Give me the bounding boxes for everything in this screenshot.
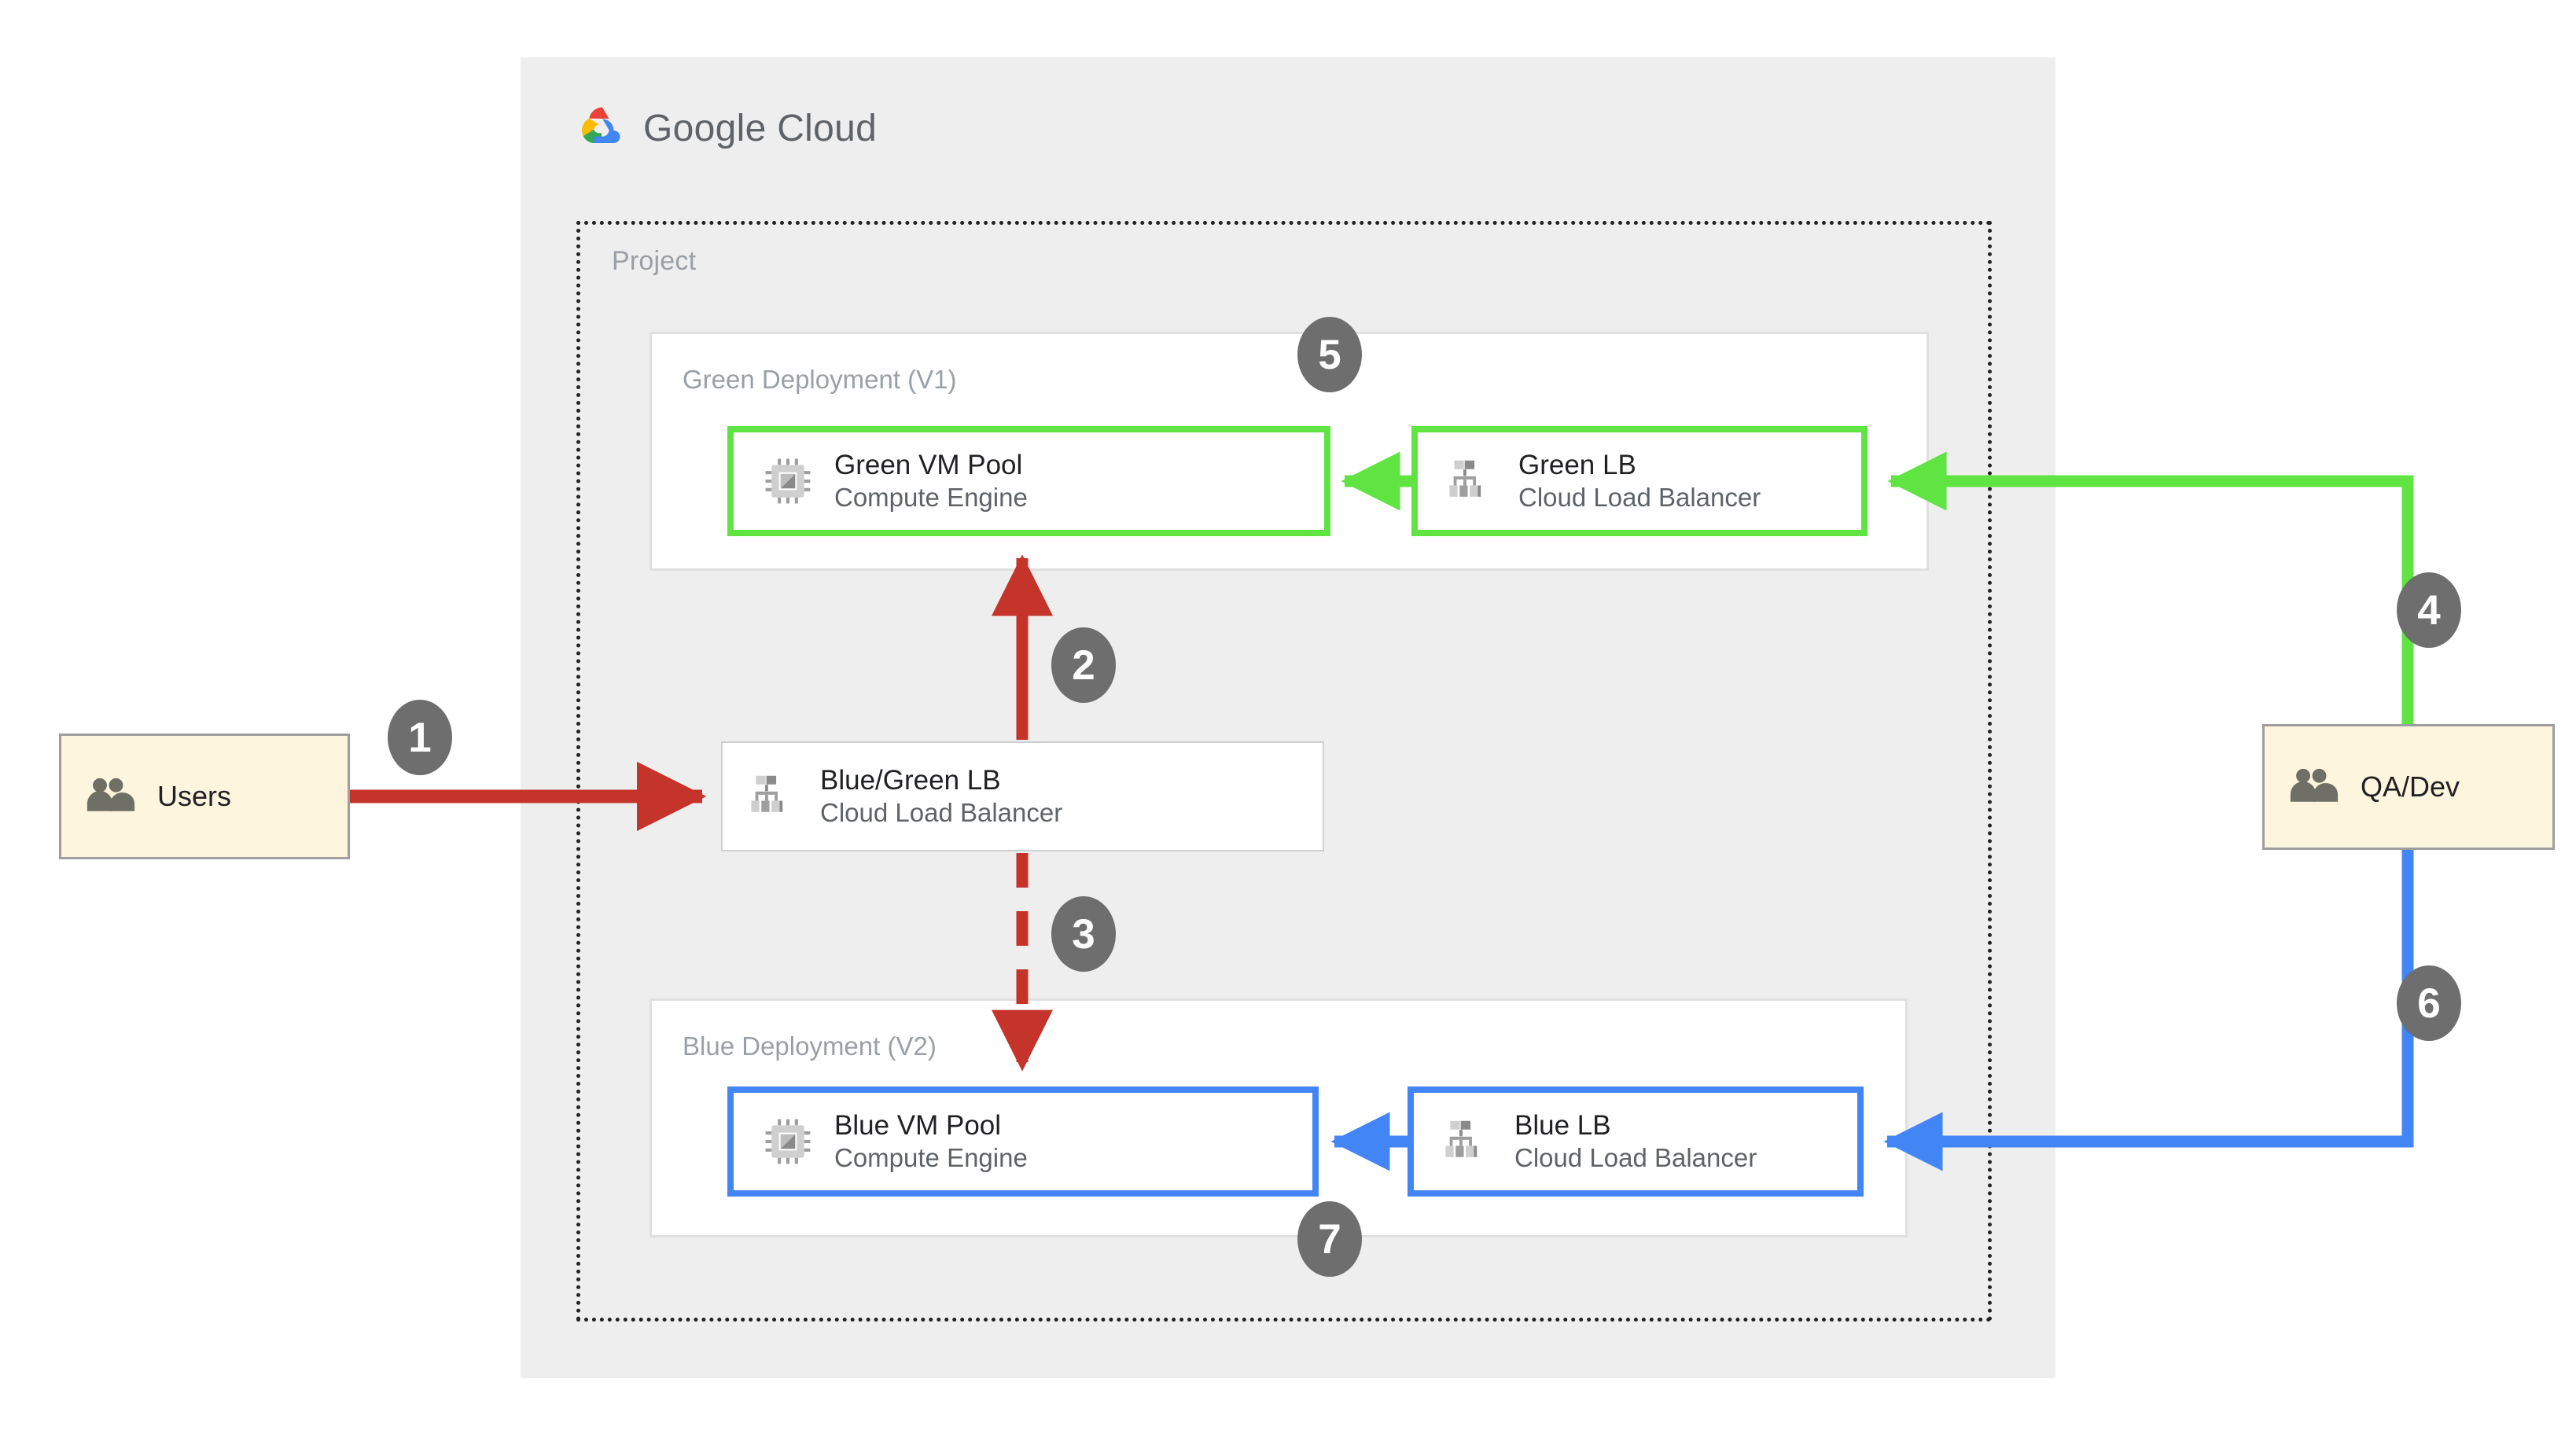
node-subtitle: Compute Engine — [834, 1143, 1028, 1173]
project-label: Project — [612, 246, 697, 276]
people-icon — [85, 776, 137, 818]
cpu-chip-icon — [764, 457, 812, 506]
node-green-lb[interactable]: Green LB Cloud Load Balancer — [1411, 426, 1868, 536]
node-blue-green-lb[interactable]: Blue/Green LB Cloud Load Balancer — [721, 741, 1324, 851]
step-badge-4: 4 — [2397, 572, 2461, 648]
load-balancer-icon — [1448, 458, 1496, 504]
actor-qa-dev[interactable]: QA/Dev — [2262, 724, 2555, 850]
load-balancer-icon — [1444, 1119, 1492, 1164]
node-subtitle: Cloud Load Balancer — [1514, 1143, 1757, 1173]
node-subtitle: Compute Engine — [834, 483, 1028, 513]
node-title: Blue/Green LB — [820, 764, 1001, 796]
node-title: Green LB — [1518, 449, 1636, 480]
node-title: Green VM Pool — [834, 449, 1023, 480]
node-subtitle: Cloud Load Balancer — [820, 798, 1063, 828]
node-title: Blue VM Pool — [834, 1109, 1002, 1141]
node-blue-vm-pool[interactable]: Blue VM Pool Compute Engine — [727, 1087, 1319, 1197]
actor-label: QA/Dev — [2361, 770, 2460, 803]
node-green-vm-pool[interactable]: Green VM Pool Compute Engine — [727, 426, 1330, 536]
actor-users[interactable]: Users — [59, 734, 350, 859]
green-deployment-label: Green Deployment (V1) — [683, 365, 957, 394]
google-cloud-logo-icon — [579, 106, 627, 151]
load-balancer-icon — [749, 774, 798, 819]
step-badge-2: 2 — [1051, 627, 1116, 703]
step-badge-6: 6 — [2397, 965, 2461, 1041]
actor-label: Users — [157, 780, 232, 812]
cpu-chip-icon — [764, 1117, 812, 1166]
step-badge-1: 1 — [388, 700, 452, 775]
blue-deployment-label: Blue Deployment (V2) — [683, 1031, 937, 1061]
node-title: Blue LB — [1514, 1109, 1611, 1141]
step-badge-7: 7 — [1297, 1201, 1362, 1277]
brand-text: Google Cloud — [643, 108, 878, 149]
step-badge-3: 3 — [1051, 896, 1116, 972]
node-subtitle: Cloud Load Balancer — [1518, 483, 1761, 513]
brand: Google Cloud — [579, 106, 877, 151]
node-blue-lb[interactable]: Blue LB Cloud Load Balancer — [1408, 1087, 1864, 1197]
step-badge-5: 5 — [1297, 317, 1362, 392]
people-icon — [2288, 767, 2340, 808]
